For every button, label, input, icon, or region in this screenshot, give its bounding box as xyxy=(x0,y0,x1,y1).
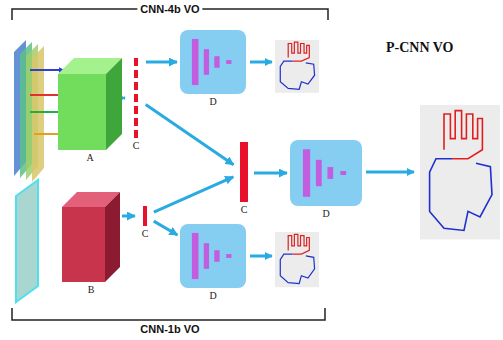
trajectory-line xyxy=(280,61,314,89)
cube-front xyxy=(62,207,105,282)
node-shape xyxy=(138,206,152,226)
plot-ground xyxy=(275,40,319,93)
shape-art xyxy=(180,224,246,288)
bracket xyxy=(12,308,325,320)
network-node: D xyxy=(290,140,362,220)
node-label: C xyxy=(236,204,252,216)
layer-bar xyxy=(214,56,219,68)
flow-arrow xyxy=(122,215,135,218)
network-node: D xyxy=(180,30,246,108)
flow-arrow xyxy=(124,97,125,100)
network-node: C xyxy=(236,142,252,216)
cube-side xyxy=(105,192,120,282)
layer-bar xyxy=(192,233,199,279)
trajectory-plot xyxy=(275,40,319,93)
shape-art xyxy=(236,142,252,202)
shape-art xyxy=(128,58,144,138)
feature-segment xyxy=(134,82,138,90)
feature-segment xyxy=(134,70,138,78)
cube-front xyxy=(58,74,106,150)
network-node: D xyxy=(180,224,246,302)
shape-art xyxy=(180,30,246,94)
trajectory-line xyxy=(444,111,482,159)
layer-bar xyxy=(214,250,219,262)
feature-segment xyxy=(134,106,138,114)
network-box xyxy=(290,140,362,206)
feature-segment xyxy=(134,58,138,66)
node-shape xyxy=(62,192,120,282)
feature-segment xyxy=(134,118,138,126)
plot-ground xyxy=(275,232,319,287)
feature-segment xyxy=(134,130,138,138)
output-arrow xyxy=(250,255,272,258)
network-node: C xyxy=(138,206,152,240)
diagram-title: P-CNN VO xyxy=(386,40,454,56)
trajectory-plot xyxy=(275,232,319,287)
layer-bar xyxy=(204,49,209,75)
node-label: A xyxy=(58,152,122,164)
layer-bar xyxy=(316,160,322,186)
plot-ground xyxy=(420,105,500,239)
image-layer xyxy=(16,180,38,302)
output-arrow xyxy=(366,171,414,174)
layer-bar xyxy=(226,60,231,64)
node-label: B xyxy=(62,284,120,296)
flow-arrow xyxy=(154,177,233,212)
cube-side xyxy=(106,58,122,150)
shape-art xyxy=(290,140,362,206)
node-label: D xyxy=(180,96,246,108)
node-shape xyxy=(180,224,246,288)
flow-arrow xyxy=(146,61,177,64)
layer-bar xyxy=(340,171,346,175)
node-label: C xyxy=(128,140,144,152)
node-shape xyxy=(290,140,362,206)
layer-bar xyxy=(303,149,310,197)
layer-bar xyxy=(226,254,231,258)
shape-art xyxy=(58,58,122,150)
trajectory-line xyxy=(430,159,492,231)
trajectory-line xyxy=(280,254,314,283)
flow-arrow xyxy=(254,172,287,175)
node-label: C xyxy=(138,228,152,240)
input-arrow xyxy=(30,69,64,71)
trajectory-line xyxy=(288,234,309,254)
node-label: D xyxy=(180,290,246,302)
image-layer xyxy=(32,46,44,182)
node-shape xyxy=(58,58,122,150)
layer-bar xyxy=(327,167,333,179)
flow-arrow xyxy=(146,105,234,165)
network-node: A xyxy=(58,58,122,164)
network-node: C xyxy=(128,58,144,152)
node-shape xyxy=(236,142,252,202)
feature-segment xyxy=(134,94,138,102)
network-box xyxy=(180,224,246,288)
feature-bar xyxy=(143,206,147,226)
node-label: D xyxy=(290,208,362,220)
layer-bar xyxy=(192,39,199,85)
bracket-label: CNN-1b VO xyxy=(137,323,202,336)
network-box xyxy=(180,30,246,94)
feature-bar xyxy=(240,142,248,202)
layer-bar xyxy=(204,243,209,269)
shape-art xyxy=(138,206,152,226)
network-node: B xyxy=(62,192,120,296)
flow-arrow xyxy=(154,221,178,235)
output-arrow xyxy=(250,61,272,64)
node-shape xyxy=(128,58,144,138)
node-shape xyxy=(180,30,246,94)
trajectory-line xyxy=(288,42,309,61)
bracket-label: CNN-4b VO xyxy=(137,3,202,16)
trajectory-plot xyxy=(420,105,500,239)
shape-art xyxy=(62,192,120,282)
